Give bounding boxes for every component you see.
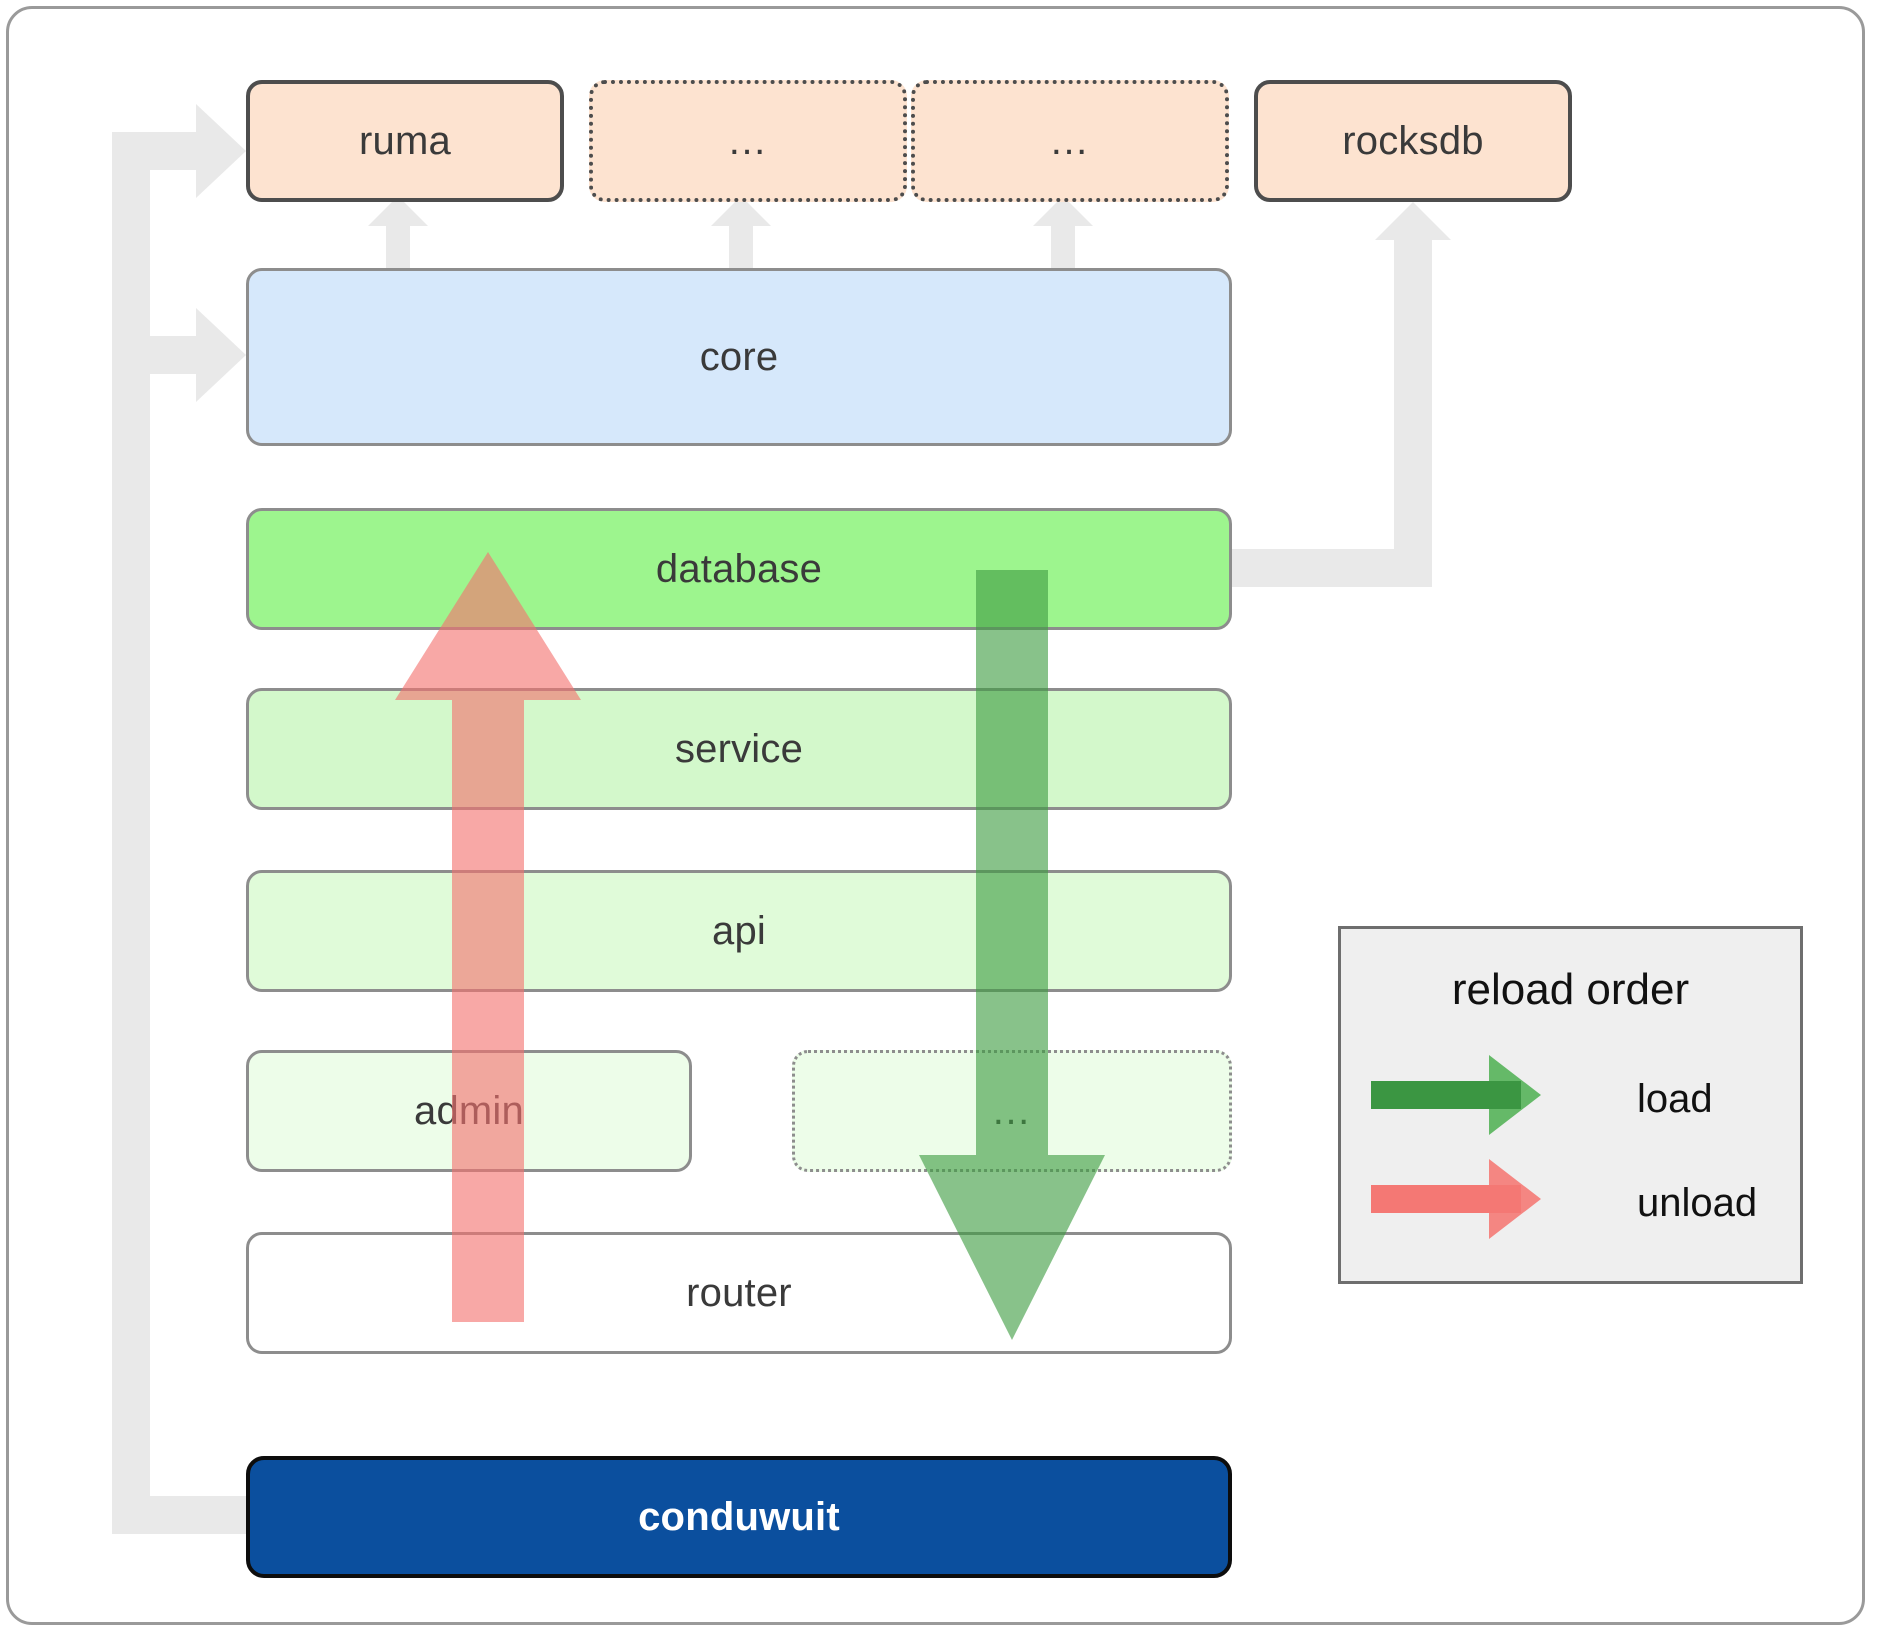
legend-load-label: load [1637,1077,1713,1121]
layer-router-label: router [686,1270,792,1315]
layer-router[interactable]: router [246,1232,1232,1354]
legend-panel: reload order load unload [1338,926,1803,1284]
package-rocksdb[interactable]: rocksdb [1254,80,1572,202]
layer-admin[interactable]: admin [246,1050,692,1172]
node-conduwuit-label: conduwuit [638,1494,840,1539]
layer-api[interactable]: api [246,870,1232,992]
layer-service-label: service [674,726,804,771]
package-ruma-label: ruma [359,118,451,163]
layer-service[interactable]: service [246,688,1232,810]
node-conduwuit[interactable]: conduwuit [246,1456,1232,1578]
package-ellipsis-2-label: … [1049,119,1091,163]
legend-unload-label: unload [1637,1181,1758,1225]
legend-unload-arrow-icon [1371,1159,1541,1239]
layer-core[interactable]: core [246,268,1232,446]
layer-admin-label: admin [414,1088,524,1133]
package-ellipsis-2[interactable]: … [911,80,1229,202]
legend-title: reload order [1451,965,1690,1014]
layer-database[interactable]: database [246,508,1232,630]
package-ellipsis-1-label: … [727,119,769,163]
legend-load-arrow-icon [1371,1055,1541,1135]
package-ruma[interactable]: ruma [246,80,564,202]
layer-ellipsis[interactable]: … [792,1050,1232,1172]
layer-database-label: database [655,546,823,591]
layer-api-label: api [712,908,766,953]
diagram-frame [6,6,1865,1625]
layer-ellipsis-label: … [991,1089,1033,1133]
layer-core-label: core [699,334,779,379]
package-rocksdb-label: rocksdb [1342,118,1484,163]
package-ellipsis-1[interactable]: … [589,80,907,202]
